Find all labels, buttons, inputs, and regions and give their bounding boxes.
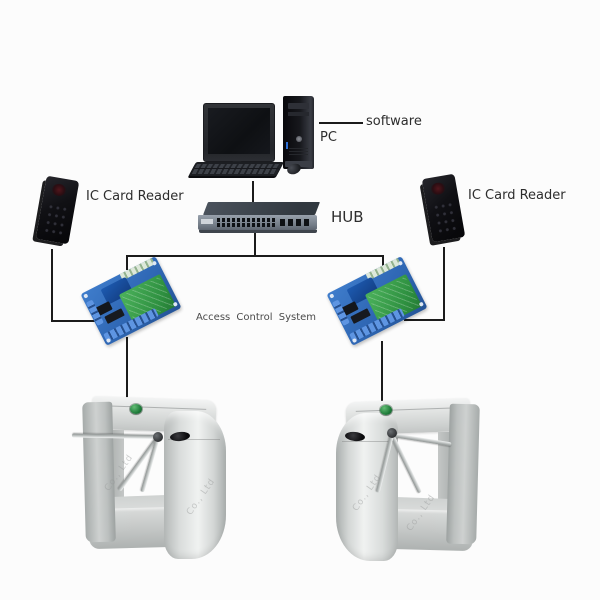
- turnstile-green-button: [380, 405, 392, 415]
- turnstile-column: [446, 403, 480, 545]
- tripod-hub: [387, 428, 397, 438]
- hub-ports-row: [217, 223, 275, 227]
- reader-indicator: [50, 182, 68, 198]
- connector-left-board-turnstile: [126, 337, 128, 399]
- connector-right-reader-drop: [443, 247, 445, 321]
- pc-tower-led: [286, 142, 288, 149]
- tripod-hub: [153, 432, 163, 442]
- pc-label: PC: [320, 130, 337, 145]
- reader-indicator: [429, 181, 447, 196]
- ic-card-reader-right-icon: [421, 173, 466, 243]
- pc-tower-icon: [283, 96, 314, 169]
- pc-monitor-screen: [208, 108, 270, 154]
- connector-right-reader-board: [404, 319, 445, 321]
- turnstile-frame: [330, 397, 480, 562]
- connector-pc-hub: [252, 181, 254, 206]
- connector-bus: [126, 255, 384, 257]
- hub-ports-row: [217, 218, 275, 222]
- turnstile-green-button: [130, 404, 142, 414]
- access-control-board-right-icon: [326, 256, 428, 346]
- ic-card-reader-left-label: IC Card Reader: [86, 189, 184, 204]
- board-mount-hole: [418, 301, 424, 307]
- turnstile-right-icon: Co., Ltd Co., Ltd: [330, 397, 480, 562]
- hub-base: [199, 230, 317, 233]
- keyboard-icon: [188, 162, 284, 176]
- connector-left-reader-board: [51, 320, 96, 322]
- ic-card-reader-right-label: IC Card Reader: [468, 188, 566, 203]
- reader-keypad: [42, 202, 69, 236]
- connector-left-reader-drop: [51, 249, 53, 322]
- connector-bus-right-board: [382, 255, 384, 270]
- hub-switch-icon: [198, 202, 320, 234]
- connector-right-board-turnstile: [381, 341, 383, 401]
- board-mount-hole: [83, 293, 89, 299]
- pc-tower-vent: [289, 148, 308, 156]
- hub-front-face: [198, 215, 317, 230]
- pc-tower-drive-bay: [288, 103, 309, 109]
- software-label: software: [366, 114, 422, 129]
- pc-tower-power-button: [296, 136, 302, 142]
- hub-label: HUB: [331, 208, 364, 226]
- connector-hub-bus: [254, 232, 256, 256]
- pc-monitor-icon: [203, 103, 275, 162]
- hub-label-strip: [201, 219, 213, 224]
- keyboard-keys: [191, 164, 281, 174]
- board-mount-hole: [397, 260, 404, 266]
- turnstile-left-icon: Co., Ltd Co., Ltd: [71, 395, 232, 560]
- hub-top-face: [203, 202, 320, 215]
- reader-keypad: [432, 200, 459, 234]
- connector-software-callout: [319, 122, 363, 124]
- access-control-board-left-icon: [80, 256, 182, 346]
- board-mount-hole: [329, 293, 335, 299]
- connector-bus-left-board: [126, 255, 128, 270]
- ic-card-reader-left-icon: [35, 175, 80, 245]
- pc-tower-drive-bay: [288, 112, 309, 116]
- board-mount-hole: [172, 301, 178, 307]
- turnstile-column: [82, 401, 116, 543]
- access-control-system-label: Access Control System: [196, 312, 317, 323]
- hub-uplink-ports: [280, 219, 310, 226]
- board-mount-hole: [151, 260, 158, 266]
